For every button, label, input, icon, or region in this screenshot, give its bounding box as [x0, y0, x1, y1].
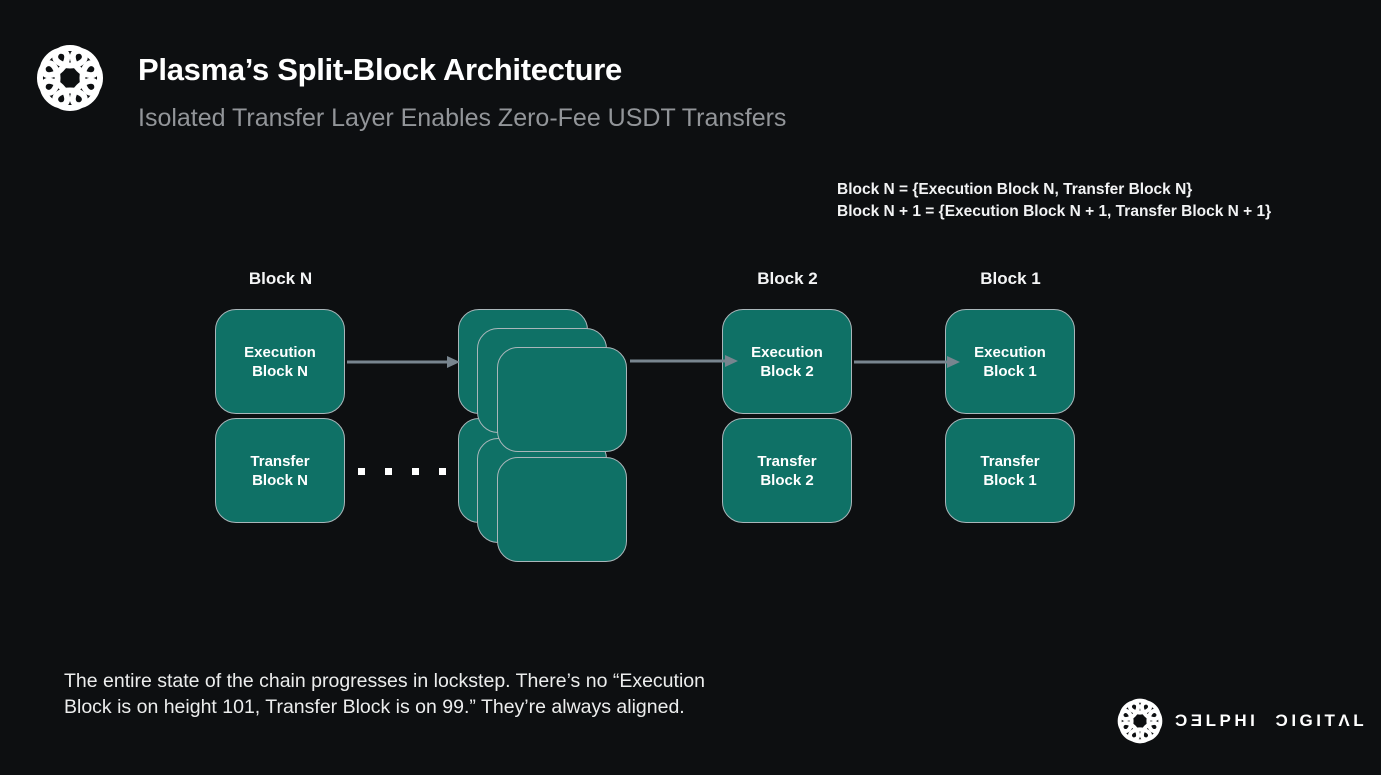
ellipsis-dot	[412, 468, 419, 475]
delphi-digital-wordmark: ƆƎLPHI ƆIGITΛL	[1175, 711, 1368, 730]
execution-block-2: Execution Block 2	[722, 309, 852, 414]
execution-block-stack-front	[497, 347, 627, 452]
block-composition-equations: Block N = {Execution Block N, Transfer B…	[837, 179, 1271, 222]
column-label-block-n: Block N	[248, 269, 313, 288]
transfer-block-stack-front	[497, 457, 627, 562]
ellipsis-dot	[358, 468, 365, 475]
lockstep-caption: The entire state of the chain progresses…	[64, 670, 705, 718]
delphi-knot-logo-icon	[1117, 698, 1163, 744]
execution-block-n: Execution Block N	[215, 309, 345, 414]
column-label-block-1: Block 1	[980, 269, 1041, 288]
execution-block-1: Execution Block 1	[945, 309, 1075, 414]
column-label-block-2: Block 2	[757, 269, 818, 288]
transfer-block-n: Transfer Block N	[215, 418, 345, 523]
delphi-digital-brand: ƆƎLPHI ƆIGITΛL	[1117, 698, 1367, 744]
ellipsis-dot	[439, 468, 446, 475]
equation-line-1: Block N = {Execution Block N, Transfer B…	[837, 181, 1193, 198]
equation-line-2: Block N + 1 = {Execution Block N + 1, Tr…	[837, 202, 1272, 220]
ellipsis-dot	[385, 468, 392, 475]
plasma-knot-logo-icon	[36, 44, 104, 112]
transfer-block-2: Transfer Block 2	[722, 418, 852, 523]
page-title: Plasma’s Split-Block Architecture	[138, 52, 622, 87]
transfer-block-1: Transfer Block 1	[945, 418, 1075, 523]
page-subtitle: Isolated Transfer Layer Enables Zero-Fee…	[138, 104, 787, 132]
